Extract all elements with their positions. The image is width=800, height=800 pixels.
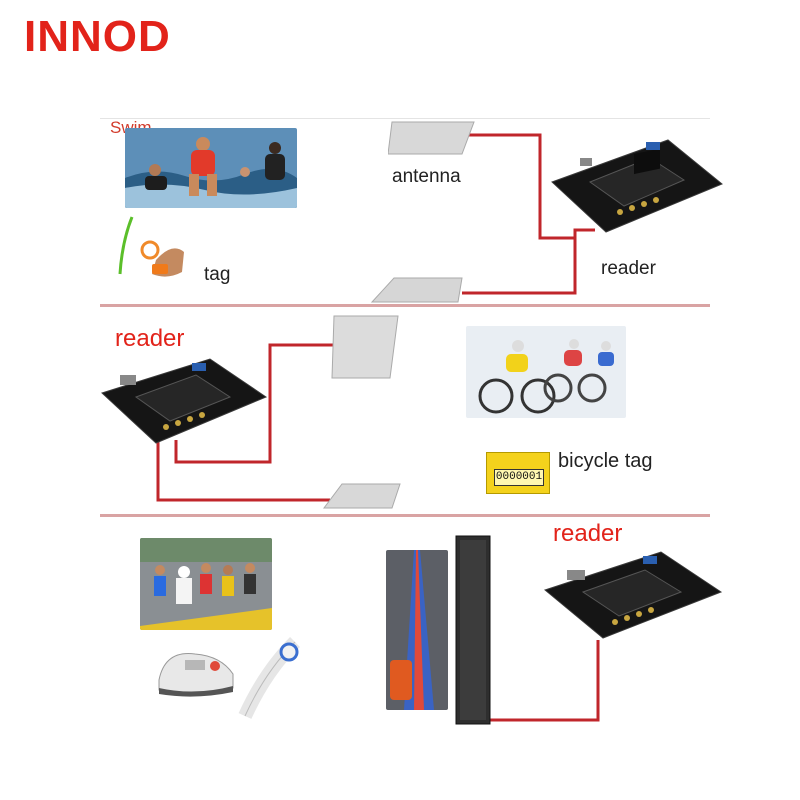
cyclists-photo — [466, 326, 626, 418]
tag-label: tag — [204, 264, 231, 285]
cable-panel-top — [174, 343, 336, 464]
antenna-label: antenna — [392, 166, 461, 187]
antenna-panel-top — [388, 121, 475, 155]
section-divider-1 — [100, 304, 710, 307]
cable-antenna-bottom — [462, 228, 595, 295]
brand-logo: INNOD — [24, 12, 171, 61]
reader-device-3 — [543, 551, 723, 639]
reader-label-3: reader — [553, 520, 623, 547]
bicycle-tag-number: 0000001 — [494, 469, 544, 486]
shoe-tag-strip-photo — [238, 637, 300, 719]
antenna-panel-low — [323, 483, 401, 509]
bicycle-tag-label: bicycle tag — [558, 450, 653, 472]
reader-label-1: reader — [601, 258, 656, 279]
reader-label-2: reader — [115, 325, 185, 352]
antenna-panel-bottom — [370, 277, 463, 303]
wrist-tag-photo — [118, 216, 184, 277]
swim-photo — [125, 128, 297, 208]
top-divider — [100, 118, 710, 119]
cable-panel-bottom — [156, 440, 330, 502]
floor-antenna-mat — [455, 535, 491, 725]
reader-device-1 — [551, 139, 723, 233]
marathon-photo — [140, 538, 272, 630]
reader-device-2 — [101, 358, 268, 444]
cable-antenna-top — [462, 133, 575, 240]
cable-mat — [490, 640, 600, 722]
shoe-tag-photo — [158, 653, 234, 697]
timing-mat-photo — [386, 550, 448, 710]
antenna-panel-mid — [331, 315, 399, 379]
section-divider-2 — [100, 514, 710, 517]
bicycle-tag-sticker: 0000001 — [486, 452, 550, 494]
